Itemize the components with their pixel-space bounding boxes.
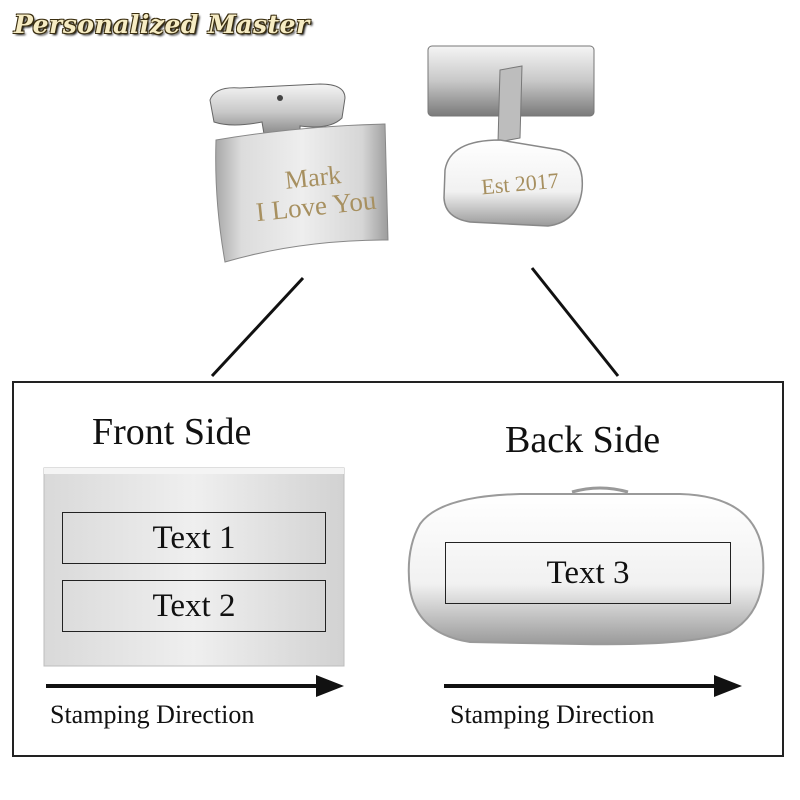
text2-box: Text 2 (62, 580, 326, 632)
front-stamping-direction-label: Stamping Direction (50, 700, 255, 729)
front-plate (43, 467, 345, 667)
text1-box: Text 1 (62, 512, 326, 564)
connector-line-left (210, 276, 305, 378)
back-stamping-arrow (444, 675, 742, 697)
text3-box: Text 3 (445, 542, 731, 604)
back-oval (407, 486, 765, 646)
brand-logo: Personalized Master (14, 10, 310, 39)
front-stamping-arrow (46, 675, 344, 697)
back-stamping-direction-label: Stamping Direction (450, 700, 655, 729)
front-side-title: Front Side (92, 411, 252, 453)
connector-line-right (530, 267, 620, 377)
customization-diagram (12, 381, 784, 757)
left-cufflink (209, 83, 389, 263)
back-side-title: Back Side (505, 419, 661, 461)
right-cufflink (427, 45, 595, 227)
